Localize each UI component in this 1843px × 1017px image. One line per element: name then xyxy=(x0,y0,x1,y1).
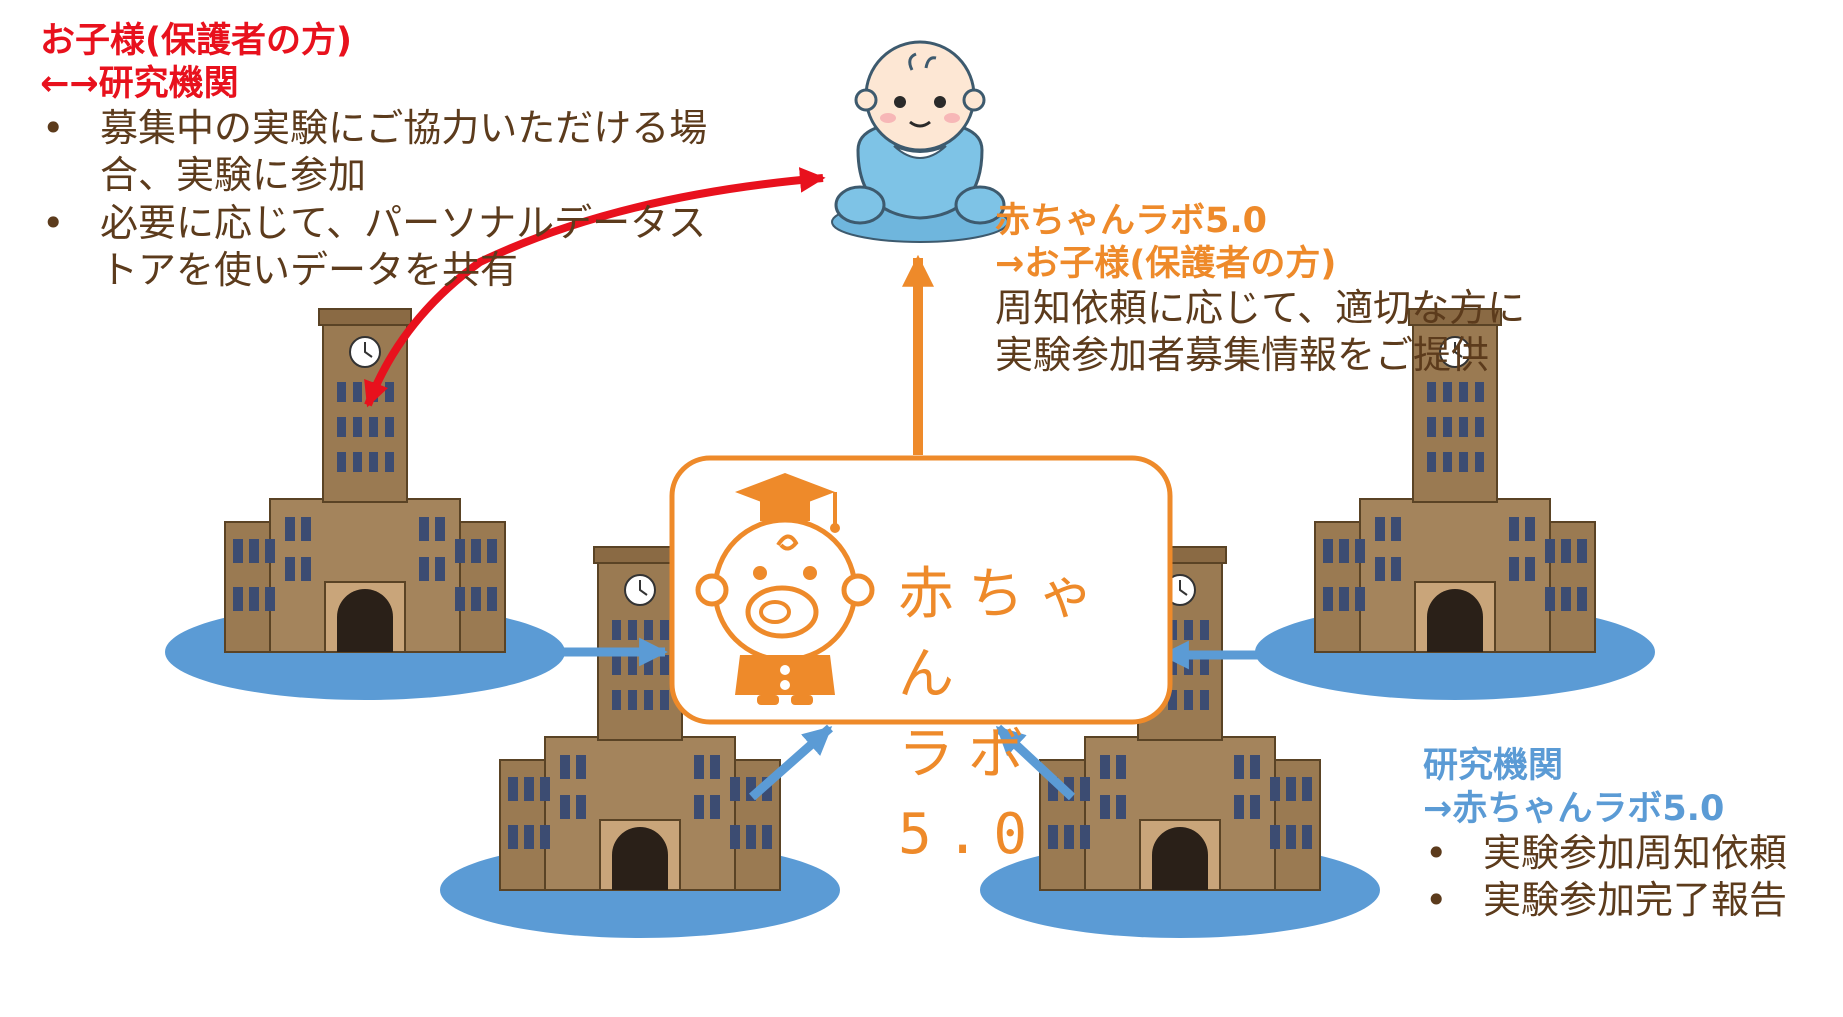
mascot-icon xyxy=(695,473,875,705)
lab-body-line1: 周知依頼に応じて、適切な方に xyxy=(995,286,1526,331)
family-bullet: 募集中の実験にご協力いただける場合、実験に参加 xyxy=(40,105,730,199)
institution-bullet-list: 実験参加周知依頼 実験参加完了報告 xyxy=(1423,830,1787,924)
institution-bullet: 実験参加周知依頼 xyxy=(1423,830,1787,877)
lab-title-line1: 赤ちゃんラボ5.0 xyxy=(995,201,1268,241)
family-info-block: お子様(保護者の方) ←→研究機関 募集中の実験にご協力いただける場合、実験に参… xyxy=(40,20,730,294)
family-bullet: 必要に応じて、パーソナルデータストアを使いデータを共有 xyxy=(40,200,730,294)
institution-title-line2: →赤ちゃんラボ5.0 xyxy=(1423,788,1725,829)
lab-info-block: 赤ちゃんラボ5.0 →お子様(保護者の方) 周知依頼に応じて、適切な方に 実験参… xyxy=(995,200,1525,378)
arrow-institution-to-lab xyxy=(749,724,833,801)
baby-icon xyxy=(831,40,1009,243)
institution-bullet: 実験参加完了報告 xyxy=(1423,877,1787,924)
family-bullet-list: 募集中の実験にご協力いただける場合、実験に参加 必要に応じて、パーソナルデータス… xyxy=(40,105,730,293)
lab-title-line2: →お子様(保護者の方) xyxy=(995,243,1337,284)
lab-body-line2: 実験参加者募集情報をご提供 xyxy=(995,332,1490,377)
family-title-line1: お子様(保護者の方) xyxy=(40,21,352,61)
lab-logo-text: 赤ちゃん ラボ5.0 xyxy=(898,555,1138,867)
arrow-institution-to-lab xyxy=(994,724,1076,801)
institution-title-line1: 研究機関 xyxy=(1423,746,1564,786)
institution-info-block: 研究機関 →赤ちゃんラボ5.0 実験参加周知依頼 実験参加完了報告 xyxy=(1423,745,1787,925)
logo-line2: ラボ5.0 xyxy=(898,722,1042,867)
family-title-line2: ←→研究機関 xyxy=(40,63,239,104)
logo-line1: 赤ちゃん xyxy=(898,562,1108,707)
university-building-icon xyxy=(164,308,566,701)
